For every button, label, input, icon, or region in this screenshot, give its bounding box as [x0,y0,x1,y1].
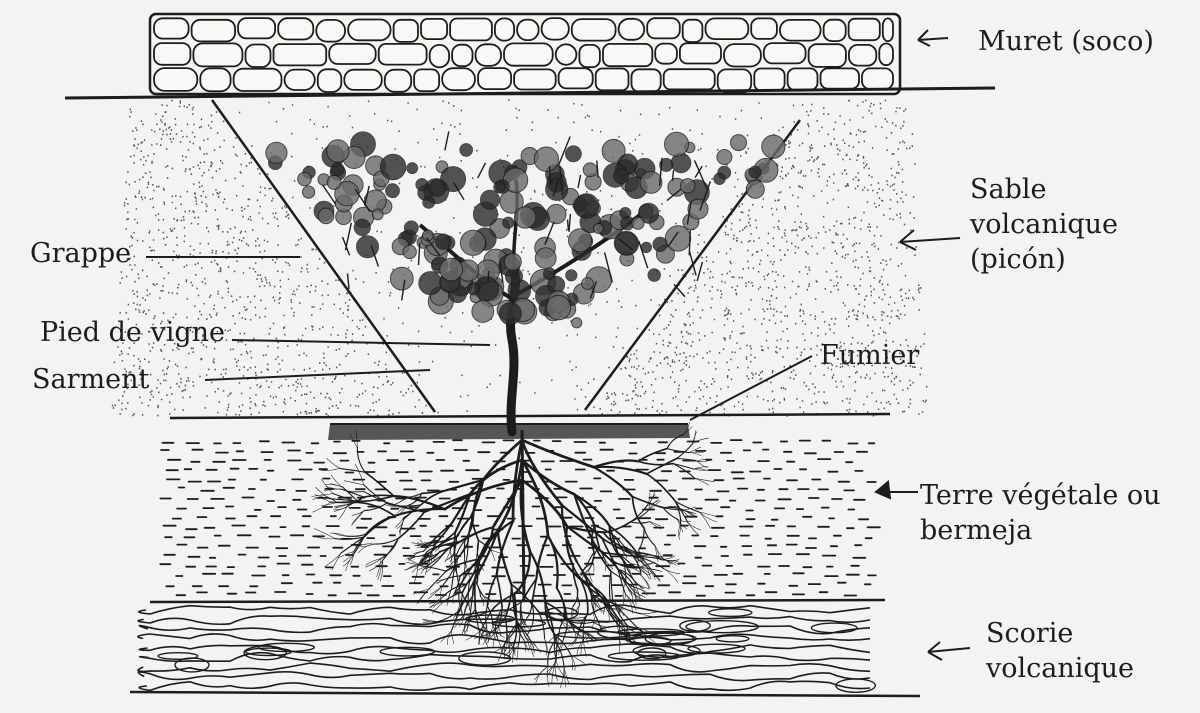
hollow-floor-line [169,412,891,420]
label-scorie-line-2: volcanique [986,653,1135,685]
label-grappe: Grappe [30,238,132,269]
label-terre-line-2: bermeja [920,515,1033,547]
vine-foliage [265,131,786,329]
surface-line [64,86,996,100]
scorie-arrow-icon [927,641,971,661]
label-terre-vegetale: Terre végétale ou bermeja [920,478,1161,548]
volcanic-sand-layer [111,99,928,417]
arrow-markers [874,29,971,661]
terre-arrow-icon [874,480,892,500]
label-muret: Muret (soco) [978,26,1154,57]
fumier-leader [689,355,813,421]
sable-arrow-icon [899,229,961,251]
scoria-bottom-line [129,690,921,698]
muret-arrow-icon [917,29,949,47]
label-terre-line-1: Terre végétale ou [920,480,1161,511]
topsoil-layer [159,439,881,597]
label-sable-volcanique: Sable volcanique (picón) [970,172,1118,277]
label-scorie-volcanique: Scorie volcanique [986,616,1134,686]
pied-leader [231,339,491,346]
hollow-left-slope [210,99,437,413]
label-pied-de-vigne: Pied de vigne [40,317,226,348]
label-sable-line-3: (picón) [970,244,1066,276]
label-sable-line-1: Sable [970,174,1047,205]
leader-lines [146,256,918,493]
stone-wall [148,12,902,96]
label-sarment: Sarment [32,364,150,395]
label-fumier: Fumier [820,340,920,371]
sarment-leader [204,369,431,381]
label-scorie-line-1: Scorie [986,618,1074,649]
label-sable-line-2: volcanique [970,209,1119,241]
vine-roots [311,422,719,688]
scoria-top-line [149,598,886,604]
